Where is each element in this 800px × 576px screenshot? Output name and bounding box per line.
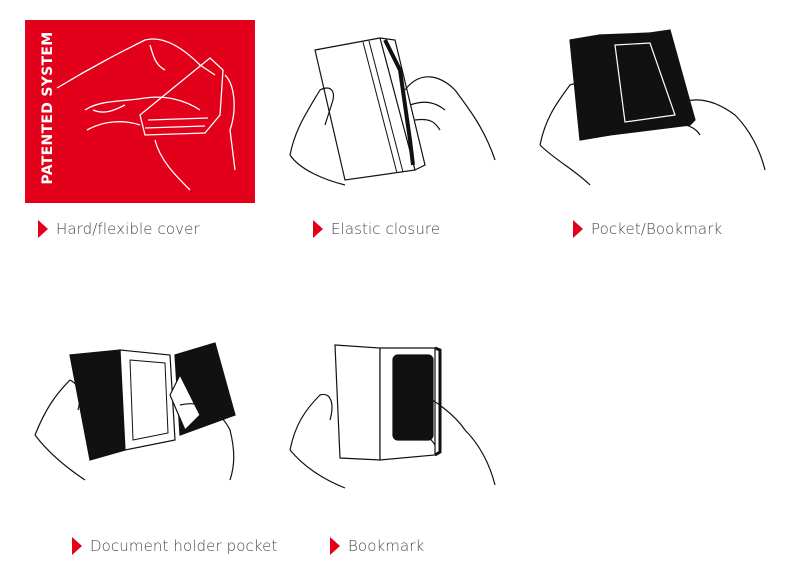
red-triangle-bullet-icon: [38, 220, 48, 238]
patented-system-badge: PATENTED SYSTEM: [25, 20, 255, 203]
hands-bookmark-icon: [289, 344, 496, 489]
feature-label-text: Elastic closure: [331, 220, 441, 238]
red-triangle-bullet-icon: [72, 537, 82, 555]
feature-label: Elastic closure: [313, 220, 440, 238]
feature-label-text: Hard/flexible cover: [56, 220, 200, 238]
feature-label-text: Pocket/Bookmark: [591, 220, 723, 238]
hands-flexing-notebook-icon: [56, 38, 236, 191]
red-triangle-bullet-icon: [573, 220, 583, 238]
feature-label: Pocket/Bookmark: [573, 220, 722, 238]
red-triangle-bullet-icon: [330, 537, 340, 555]
hands-elastic-band-icon: [289, 37, 496, 186]
feature-label: Bookmark: [330, 537, 424, 555]
red-triangle-bullet-icon: [313, 220, 323, 238]
hands-document-pocket-icon: [34, 342, 236, 481]
feature-label: Document holder pocket: [72, 537, 277, 555]
hands-open-pocket-icon: [539, 29, 766, 186]
feature-label: Hard/flexible cover: [38, 220, 200, 238]
feature-label-text: Document holder pocket: [90, 537, 278, 555]
feature-label-text: Bookmark: [348, 537, 425, 555]
